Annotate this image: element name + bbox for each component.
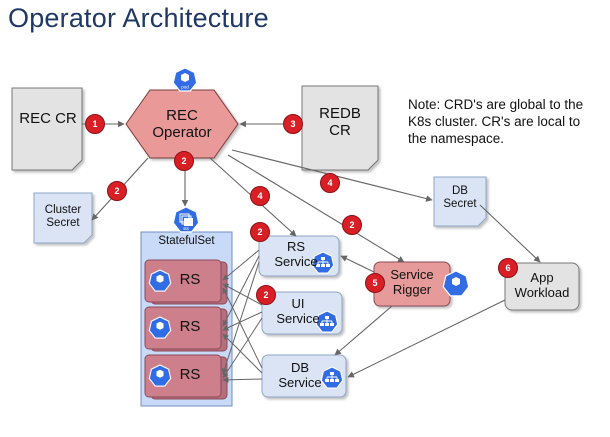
cluster-secret-label-line1: Cluster xyxy=(44,203,82,216)
app-workload-label-line1: App xyxy=(530,270,554,286)
service-rigger-pod-icon xyxy=(442,270,470,297)
rs-pod-label-1: RS xyxy=(179,271,201,289)
step-marker-4-db-secret: 4 xyxy=(320,173,340,193)
app-workload-box xyxy=(504,262,580,311)
arrow-ui-svc-to-rs1 xyxy=(222,283,263,306)
db-service-label-line1: DB xyxy=(290,360,310,376)
ui-service-label-line2: Service xyxy=(276,311,320,326)
app-workload-label: App Workload xyxy=(505,266,579,306)
service-rigger-label: Service Rigger xyxy=(380,265,444,301)
arrow-db-svc-to-rs3 xyxy=(222,376,263,383)
pod-icon: pod xyxy=(172,67,198,92)
service-rigger-label-line2: Rigger xyxy=(392,282,432,297)
arrow-rigger-to-rs-service xyxy=(340,255,375,273)
db-secret-label-line1: DB xyxy=(452,184,468,197)
rec-operator-label: REC Operator xyxy=(130,104,234,144)
service-rigger-label-line1: Service xyxy=(390,267,434,283)
step-marker-6: 6 xyxy=(498,258,518,278)
arrow-rigger-to-db-service xyxy=(334,305,393,356)
arrow-rs-svc-to-rs2 xyxy=(222,255,260,327)
rs-service-icon xyxy=(311,251,335,274)
arrow-ui-svc-to-rs3 xyxy=(222,317,263,379)
ui-service-label-line1: UI xyxy=(291,296,305,312)
rec-cr-label: REC CR xyxy=(19,110,77,128)
svg-text:sts: sts xyxy=(183,226,190,231)
step-marker-2-rs-service: 2 xyxy=(250,222,270,242)
arrow-db-svc-to-rs1 xyxy=(222,287,263,369)
db-secret-doc xyxy=(433,176,487,227)
rec-operator-shape xyxy=(125,89,239,159)
statefulset-icon: sts xyxy=(172,206,200,233)
cluster-secret-label-line2: Secret xyxy=(46,217,80,229)
arrow-rs-svc-to-rs1 xyxy=(222,249,260,281)
app-workload-label-line2: Workload xyxy=(514,285,570,300)
redb-cr-label-line1: REDB xyxy=(319,104,361,122)
step-marker-5: 5 xyxy=(365,273,385,293)
step-marker-4-rs-service: 4 xyxy=(250,186,270,206)
rs-service-label-line1: RS xyxy=(286,239,306,255)
rec-operator-label-line2: Operator xyxy=(152,124,212,141)
db-service-label-line2: Service xyxy=(278,375,322,390)
step-marker-2-ui-service: 2 xyxy=(256,285,276,305)
rs-pod-label-3: RS xyxy=(179,366,201,384)
arrow-operator-to-service-rigger xyxy=(227,154,405,263)
rs-pod-icon-2 xyxy=(148,316,172,339)
rs-pod-icon-1 xyxy=(148,269,172,292)
db-service-box xyxy=(261,354,347,398)
arrow-rs-svc-to-rs3 xyxy=(221,261,260,375)
arrow-db-svc-to-rs2 xyxy=(222,333,263,374)
step-marker-2-cluster-secret: 2 xyxy=(107,181,127,201)
step-marker-2-rigger: 2 xyxy=(342,215,362,235)
arrow-db-secret-to-app xyxy=(479,204,541,263)
redb-cr-doc xyxy=(301,85,379,171)
note-text: Note: CRD's are global to the K8s cluste… xyxy=(408,97,584,146)
statefulset-label: StatefulSet xyxy=(158,235,215,248)
db-secret-label: DB Secret xyxy=(434,183,486,213)
db-service-icon xyxy=(320,366,344,389)
ui-service-icon xyxy=(315,310,339,333)
cluster-secret-doc xyxy=(33,192,93,244)
rs-service-label: RS Service xyxy=(268,238,324,272)
rs-pod-icon-3 xyxy=(148,364,172,387)
arrow-app-to-db-service xyxy=(347,299,506,378)
step-marker-1: 1 xyxy=(85,114,105,134)
rs-service-label-line2: Service xyxy=(274,254,318,269)
db-secret-label-line2: Secret xyxy=(443,198,477,210)
svg-text:pod: pod xyxy=(181,85,189,90)
arrow-ui-svc-to-rs2 xyxy=(222,311,263,331)
step-marker-2-operator: 2 xyxy=(174,151,194,171)
redb-cr-label-line2: CR xyxy=(329,122,351,139)
step-marker-3: 3 xyxy=(283,114,303,134)
rec-operator-label-line1: REC xyxy=(166,106,198,124)
page-title: Operator Architecture xyxy=(8,3,269,33)
cluster-secret-label: Cluster Secret xyxy=(34,202,92,232)
redb-cr-label: REDB CR xyxy=(302,100,378,144)
db-service-label: DB Service xyxy=(272,359,328,393)
rs-pod-label-2: RS xyxy=(179,318,201,336)
ui-service-label: UI Service xyxy=(270,295,326,329)
rec-cr-doc xyxy=(11,87,83,171)
